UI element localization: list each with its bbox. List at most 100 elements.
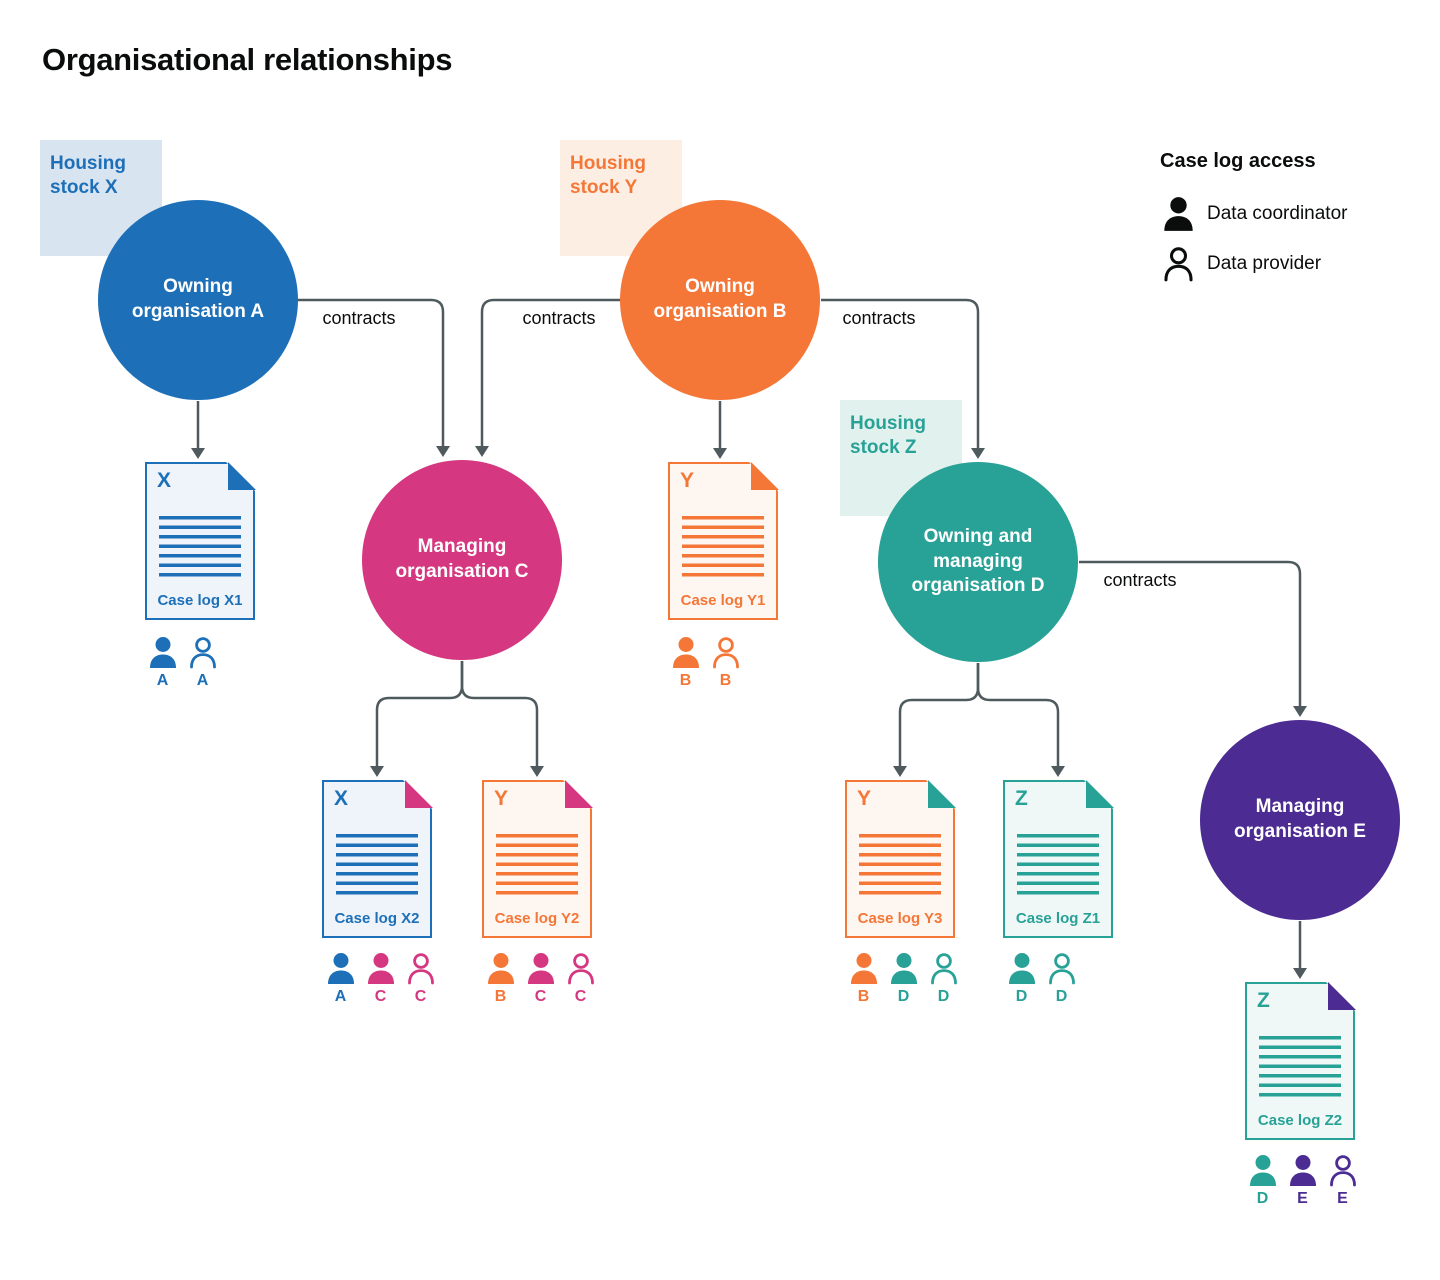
arrowhead-icon xyxy=(1293,706,1307,717)
contracts-label-d-e: contracts xyxy=(1103,570,1177,590)
page-fold-icon xyxy=(564,779,593,808)
access-letter: D xyxy=(1055,988,1068,1005)
arrowhead-icon xyxy=(191,448,205,459)
case-log-letter: Y xyxy=(494,787,509,810)
data-provider-icon: B xyxy=(710,636,741,690)
access-letter: C xyxy=(414,988,427,1005)
case-log-y3-access: B D D xyxy=(848,952,959,1006)
connector-c-to-x2 xyxy=(375,661,464,767)
case-log-label: Case log Y2 xyxy=(494,910,580,927)
data-coordinator-icon: E xyxy=(1287,1154,1318,1208)
case-log-label: Case log X2 xyxy=(334,910,420,927)
legend-label: Data provider xyxy=(1207,253,1322,274)
legend-title: Case log access xyxy=(1160,150,1316,172)
access-letter: A xyxy=(156,672,169,689)
org-b-circle: Owning organisation B xyxy=(620,200,820,400)
arrowhead-icon xyxy=(1051,766,1065,777)
data-coordinator-icon: A xyxy=(147,636,178,690)
case-log-letter: X xyxy=(157,469,172,492)
access-letter: D xyxy=(1015,988,1028,1005)
page-title: Organisational relationships xyxy=(42,42,453,77)
contracts-label-b-c: contracts xyxy=(522,308,596,328)
case-log-label: Case log Z2 xyxy=(1257,1112,1343,1129)
case-log-z1: Z Case log Z1 xyxy=(1003,779,1114,938)
data-coordinator-icon: B xyxy=(848,952,879,1006)
case-log-y3: Y Case log Y3 xyxy=(845,779,956,938)
access-letter: C xyxy=(574,988,587,1005)
data-coordinator-icon: D xyxy=(888,952,919,1006)
data-provider-icon: D xyxy=(928,952,959,1006)
case-log-y1-access: B B xyxy=(670,636,741,690)
page-fold-icon xyxy=(927,779,956,808)
org-d-circle: Owning and managing organisation D xyxy=(878,462,1078,662)
arrowhead-icon xyxy=(893,766,907,777)
page-fold-icon xyxy=(227,461,256,490)
case-log-y2-access: B C C xyxy=(485,952,596,1006)
case-log-x2-access: A C C xyxy=(325,952,436,1006)
access-letter: A xyxy=(196,672,209,689)
arrowhead-icon xyxy=(713,448,727,459)
access-letter: B xyxy=(719,672,732,689)
arrowhead-icon xyxy=(971,448,985,459)
document-lines-icon xyxy=(1017,834,1099,898)
connector-d-to-y3 xyxy=(898,663,980,767)
contracts-label-a-c: contracts xyxy=(322,308,396,328)
case-log-y2: Y Case log Y2 xyxy=(482,779,593,938)
document-lines-icon xyxy=(496,834,578,898)
data-provider-icon: C xyxy=(565,952,596,1006)
case-log-x1-access: A A xyxy=(147,636,218,690)
data-coordinator-icon: D xyxy=(1006,952,1037,1006)
case-log-x1: X Case log X1 xyxy=(145,461,256,620)
page-fold-icon xyxy=(750,461,779,490)
data-provider-icon: A xyxy=(187,636,218,690)
access-letter: A xyxy=(334,988,347,1005)
case-log-label: Case log Y1 xyxy=(680,592,766,609)
connector-d-to-z1 xyxy=(976,663,1060,767)
case-log-letter: Y xyxy=(857,787,872,810)
data-provider-icon: E xyxy=(1327,1154,1358,1208)
housing-stock-y-label: Housing stock Y xyxy=(570,153,646,198)
case-log-label: Case log X1 xyxy=(157,592,243,609)
org-d-label: Owning and managing organisation D xyxy=(911,525,1045,597)
document-lines-icon xyxy=(859,834,941,898)
access-letter: D xyxy=(897,988,910,1005)
org-e-label: Managing organisation E xyxy=(1234,796,1366,842)
org-e-circle: Managing organisation E xyxy=(1200,720,1400,920)
case-log-letter: Y xyxy=(680,469,695,492)
org-a-circle: Owning organisation A xyxy=(98,200,298,400)
legend-item-data-provider: Data provider xyxy=(1162,246,1321,282)
legend-label: Data coordinator xyxy=(1207,203,1348,224)
data-coordinator-icon: B xyxy=(485,952,516,1006)
case-log-z1-access: D D xyxy=(1006,952,1077,1006)
document-lines-icon xyxy=(682,516,764,580)
page-fold-icon xyxy=(1327,981,1356,1010)
data-coordinator-icon: A xyxy=(325,952,356,1006)
arrowhead-icon xyxy=(370,766,384,777)
case-log-y1: Y Case log Y1 xyxy=(668,461,779,620)
contracts-label-b-d: contracts xyxy=(842,308,916,328)
org-c-circle: Managing organisation C xyxy=(362,460,562,660)
access-letter: D xyxy=(937,988,950,1005)
case-log-letter: X xyxy=(334,787,349,810)
access-letter: B xyxy=(857,988,870,1005)
data-provider-icon: D xyxy=(1046,952,1077,1006)
org-b-label: Owning organisation B xyxy=(653,276,787,322)
connector-c-to-y2 xyxy=(460,661,539,767)
access-letter: B xyxy=(679,672,692,689)
arrowhead-icon xyxy=(1293,968,1307,979)
arrowhead-icon xyxy=(436,446,450,457)
arrowhead-icon xyxy=(475,446,489,457)
access-letter: D xyxy=(1256,1190,1269,1207)
data-coordinator-icon: D xyxy=(1247,1154,1278,1208)
org-c-label: Managing organisation C xyxy=(395,536,529,582)
document-lines-icon xyxy=(1259,1036,1341,1100)
arrowhead-icon xyxy=(530,766,544,777)
org-a-label: Owning organisation A xyxy=(131,276,265,322)
case-log-label: Case log Z1 xyxy=(1015,910,1101,927)
access-letter: E xyxy=(1337,1190,1348,1207)
data-coordinator-icon: B xyxy=(670,636,701,690)
housing-stock-x-tag: Housing stock X xyxy=(40,140,162,256)
legend-item-data-coordinator: Data coordinator xyxy=(1162,196,1347,232)
access-letter: C xyxy=(374,988,387,1005)
document-lines-icon xyxy=(159,516,241,580)
